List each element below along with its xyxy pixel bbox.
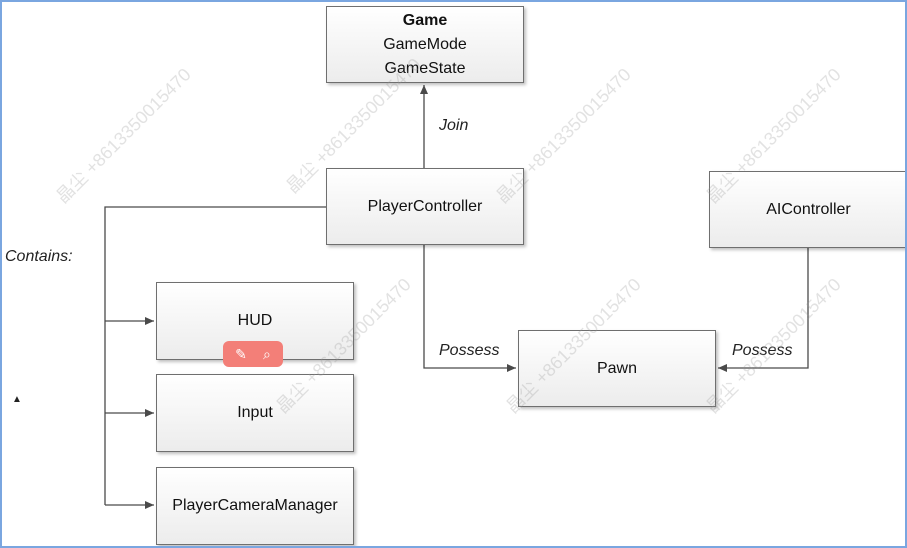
game-box: Game GameMode GameState <box>326 6 524 83</box>
player-camera-manager-label: PlayerCameraManager <box>172 497 338 514</box>
join-label: Join <box>439 117 469 134</box>
game-mode-text: GameMode <box>383 35 467 53</box>
mouse-cursor-icon: ▲ <box>12 394 22 405</box>
zoom-search-icon[interactable]: ⌕ <box>263 345 271 362</box>
possess-left-arrow <box>423 245 516 372</box>
pawn-box: Pawn <box>518 330 716 407</box>
game-state-text: GameState <box>384 59 466 77</box>
input-box: Input <box>156 374 354 452</box>
possess-right-label: Possess <box>732 342 793 359</box>
ai-controller-label: AIController <box>766 200 851 218</box>
possess-left-label: Possess <box>439 342 500 359</box>
image-tool-popup[interactable]: ✎ ⌕ <box>223 341 283 367</box>
possess-right-arrow <box>718 248 809 372</box>
ai-controller-box: AIController <box>709 171 905 248</box>
hud-label: HUD <box>237 312 273 329</box>
player-controller-label: PlayerController <box>367 197 483 215</box>
contains-trunk <box>104 206 326 505</box>
game-title: Game <box>402 11 448 29</box>
magic-wand-icon[interactable]: ✎ <box>235 345 247 362</box>
contains-label: Contains: <box>5 248 73 265</box>
player-camera-manager-box: PlayerCameraManager <box>156 467 354 545</box>
player-controller-box: PlayerController <box>326 168 524 245</box>
pawn-label: Pawn <box>596 359 638 377</box>
input-label: Input <box>237 404 273 421</box>
